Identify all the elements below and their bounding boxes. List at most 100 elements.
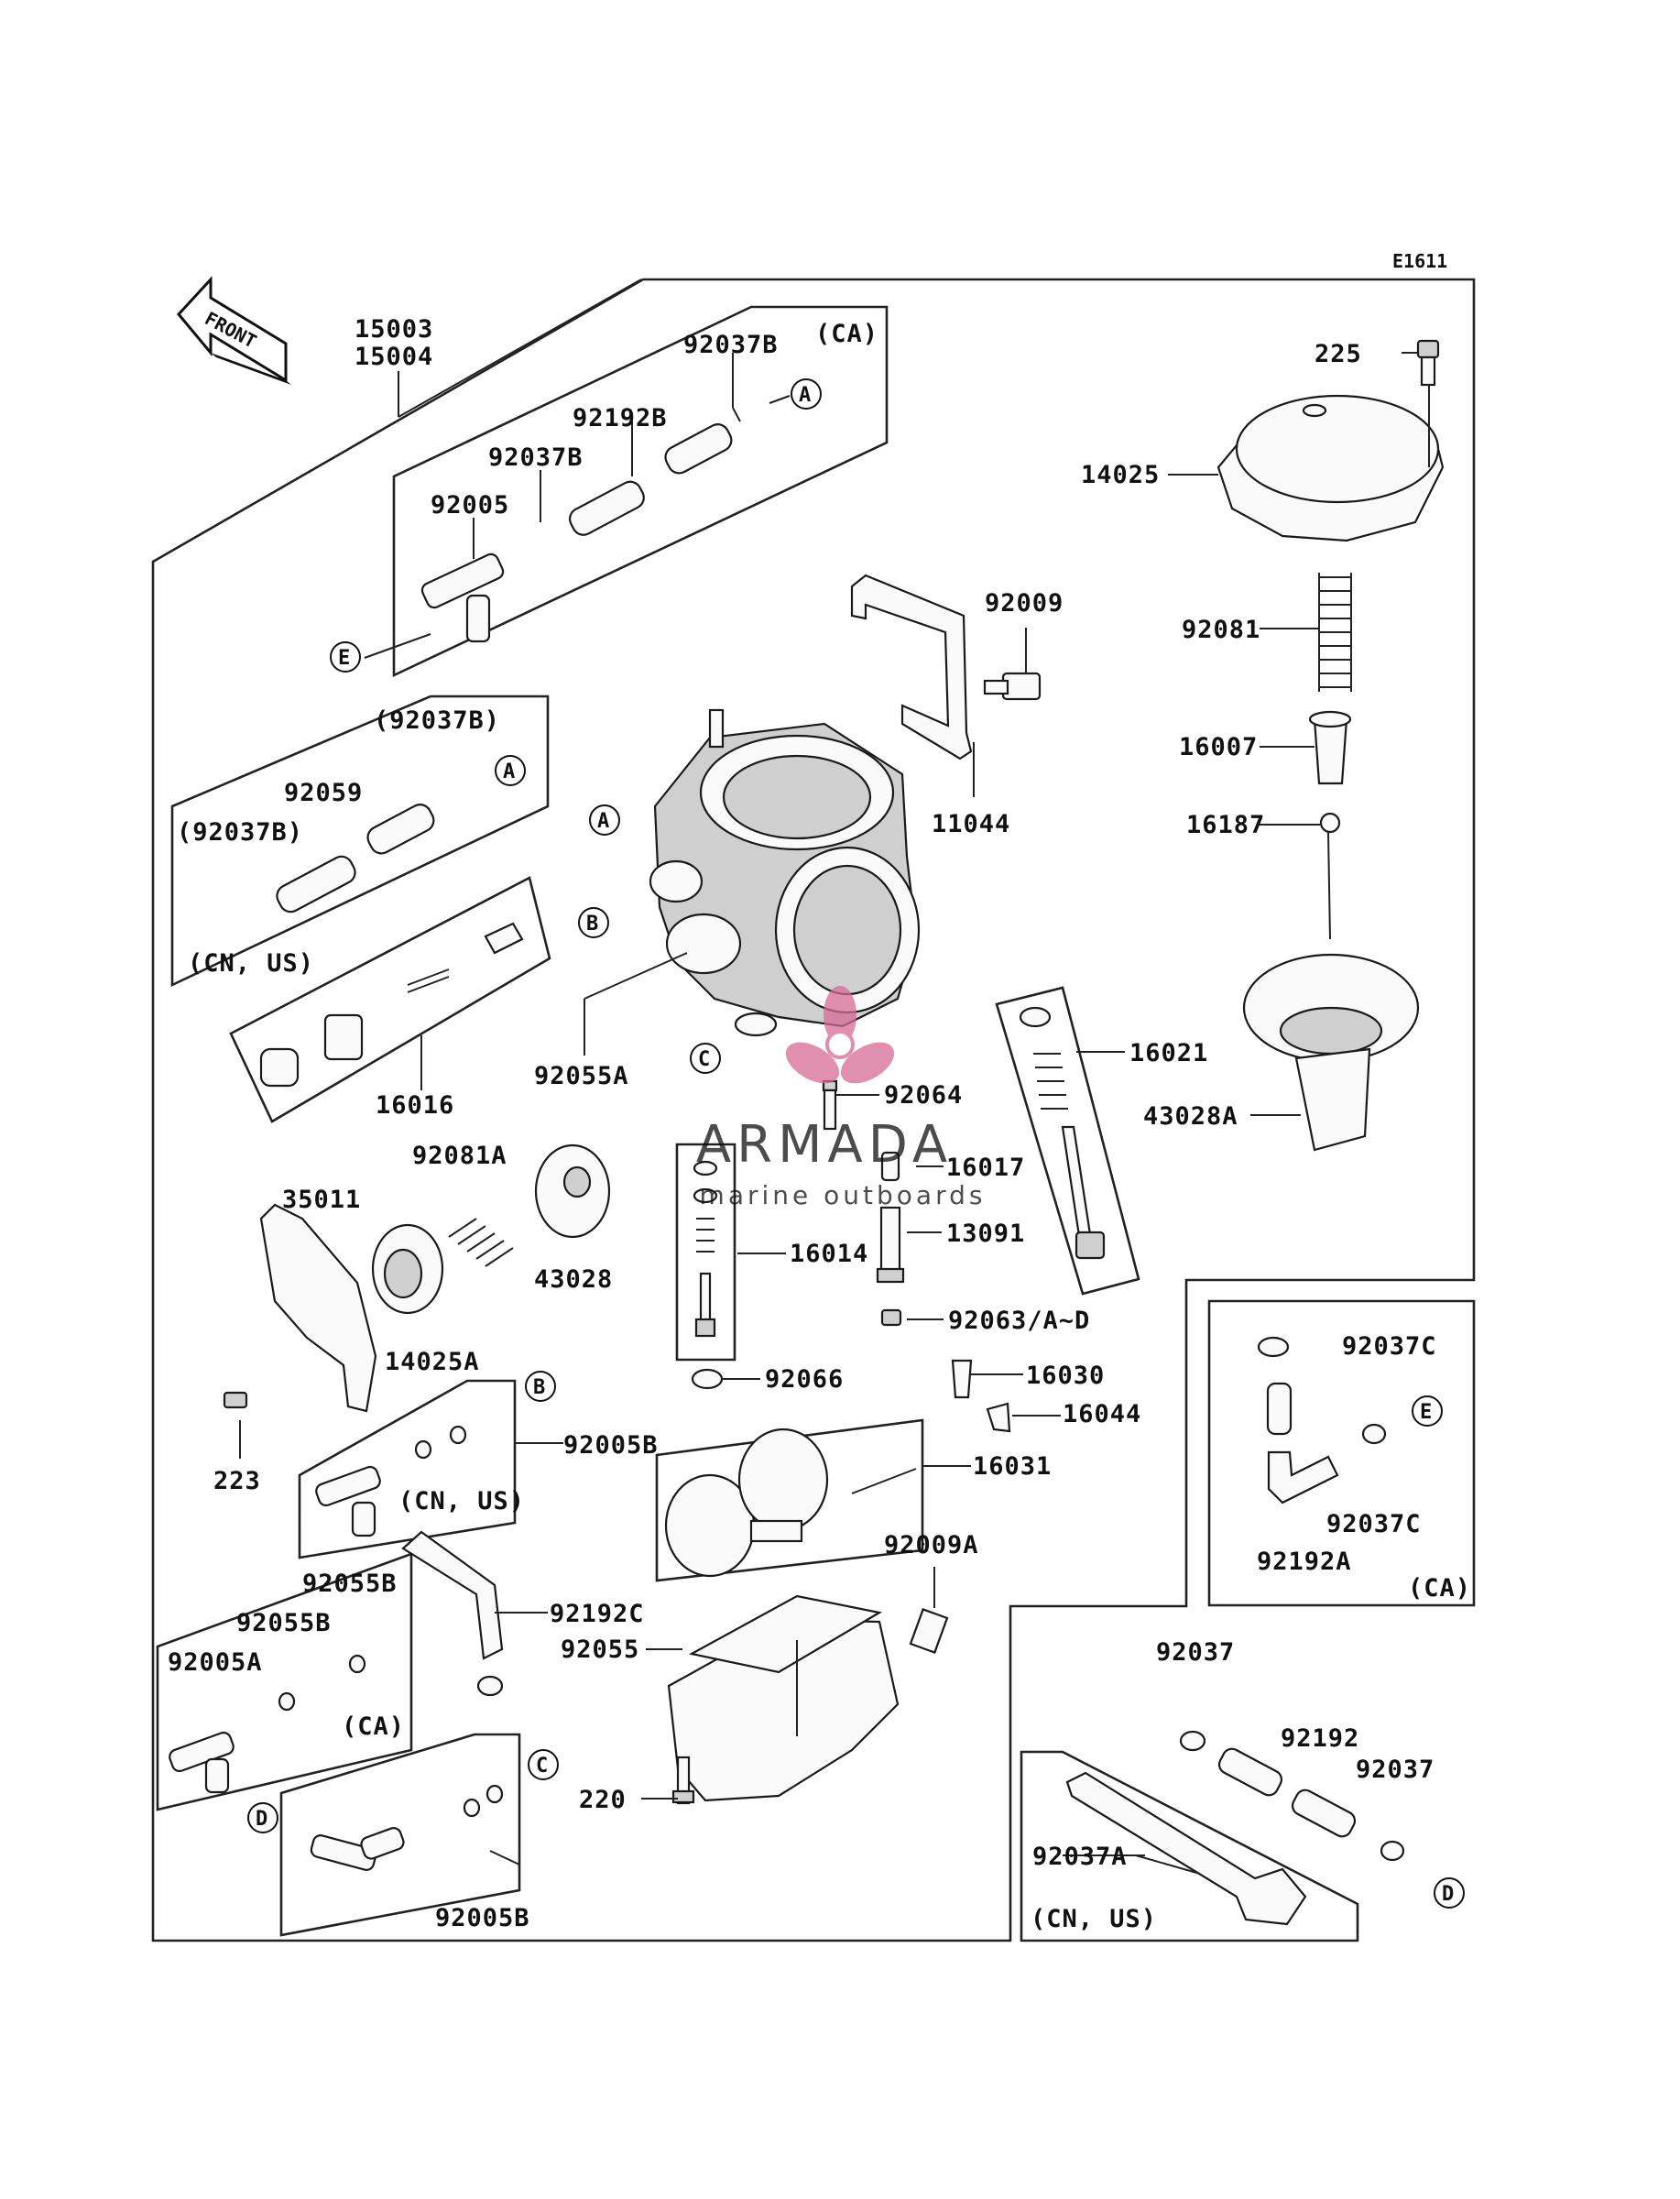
label-92037b-2: 92037B bbox=[488, 443, 584, 472]
label-92009: 92009 bbox=[985, 589, 1064, 618]
screw-92009a-part bbox=[909, 1608, 949, 1654]
carburetor-body bbox=[649, 708, 921, 1037]
label-cn-us-2: (CN, US) bbox=[398, 1487, 525, 1515]
screw-223-part bbox=[223, 1391, 248, 1409]
label-16044: 16044 bbox=[1063, 1400, 1141, 1428]
ref-circle-a-2: A bbox=[495, 755, 526, 786]
screw-220-part bbox=[671, 1756, 695, 1805]
main-frame bbox=[151, 278, 1476, 1942]
svg-text:E: E bbox=[1420, 1401, 1432, 1424]
label-16187: 16187 bbox=[1186, 811, 1265, 839]
label-92037-1: 92037 bbox=[1156, 1638, 1235, 1667]
label-92005b-2: 92005B bbox=[435, 1904, 530, 1932]
frame-92005b-cn-us bbox=[298, 1379, 517, 1559]
ref-circle-e-2: E bbox=[1412, 1395, 1443, 1427]
plug-92066-part bbox=[691, 1368, 724, 1390]
frame-92005a-ca bbox=[156, 1552, 413, 1811]
float-16031-part bbox=[664, 1428, 917, 1578]
part-labels: 15003 15004 92037B (CA) 92192B 92037B 92… bbox=[168, 315, 1471, 1933]
label-16017: 16017 bbox=[946, 1154, 1025, 1182]
svg-text:D: D bbox=[256, 1808, 267, 1831]
label-92005: 92005 bbox=[431, 491, 509, 520]
svg-text:B: B bbox=[533, 1376, 545, 1399]
ref-circle-a-1: A bbox=[791, 378, 822, 410]
ref-circle-b-1: B bbox=[578, 907, 609, 938]
ref-circle-b-2: B bbox=[525, 1371, 556, 1402]
label-cn-us-1: (CN, US) bbox=[188, 949, 314, 978]
label-15004: 15004 bbox=[355, 343, 433, 371]
ref-circles: A E A A B C B E bbox=[247, 378, 1465, 1909]
label-11044: 11044 bbox=[932, 810, 1010, 838]
label-92055a: 92055A bbox=[534, 1062, 629, 1090]
label-92037b-1: 92037B bbox=[683, 331, 779, 359]
spring-92081a-part bbox=[448, 1218, 514, 1267]
label-35011: 35011 bbox=[282, 1186, 361, 1214]
pipe-92192-part bbox=[1179, 1730, 1405, 1862]
svg-text:A: A bbox=[503, 760, 515, 783]
frame-92005b-d bbox=[279, 1733, 521, 1937]
watermark-tagline: marine outboards bbox=[700, 1180, 987, 1210]
label-14025a: 14025A bbox=[385, 1348, 480, 1376]
screw-92009-part bbox=[983, 672, 1042, 701]
jet-16017-part bbox=[880, 1151, 900, 1182]
t-fitting-92005-part bbox=[420, 552, 505, 643]
jet-92063-part bbox=[880, 1308, 902, 1327]
label-ca-1: (CA) bbox=[815, 320, 878, 348]
svg-text:A: A bbox=[799, 384, 811, 407]
label-92005b-1: 92005B bbox=[563, 1431, 659, 1460]
pilot-screw-16014-part bbox=[693, 1160, 718, 1338]
label-92055b-1: 92055B bbox=[302, 1570, 398, 1598]
label-16030: 16030 bbox=[1026, 1362, 1105, 1390]
label-92081: 92081 bbox=[1182, 616, 1260, 644]
starter-plunger-16016-part bbox=[259, 922, 524, 1088]
label-225: 225 bbox=[1315, 340, 1362, 368]
label-220: 220 bbox=[579, 1786, 627, 1814]
spring-92081-part bbox=[1318, 573, 1352, 692]
label-16014: 16014 bbox=[790, 1240, 868, 1268]
armada-watermark: ARMADA marine outboards bbox=[696, 986, 987, 1210]
pipe-92192c-part bbox=[401, 1530, 504, 1697]
svg-text:B: B bbox=[586, 913, 598, 935]
label-15003: 15003 bbox=[355, 315, 433, 344]
frame-92037c-ca bbox=[1207, 1299, 1476, 1607]
pipe-92059-part bbox=[276, 804, 435, 914]
frame-16014 bbox=[675, 1143, 736, 1362]
label-92192: 92192 bbox=[1281, 1724, 1359, 1753]
screw-225-part bbox=[1416, 339, 1440, 387]
ref-circle-d-2: D bbox=[1434, 1877, 1465, 1909]
cover-14025a-part bbox=[371, 1223, 444, 1315]
label-92192c: 92192C bbox=[550, 1600, 645, 1628]
frame-92037a-cn-us bbox=[1020, 1750, 1359, 1942]
fitting-92005a-part bbox=[169, 1654, 366, 1794]
label-92192b: 92192B bbox=[573, 404, 668, 432]
label-92055b-2: 92055B bbox=[236, 1609, 332, 1637]
label-cn-us-3: (CN, US) bbox=[1031, 1905, 1157, 1933]
diaphragm-43028-part bbox=[534, 1143, 611, 1239]
tube-13091-part bbox=[876, 1206, 905, 1284]
ref-circle-a-3: A bbox=[589, 804, 620, 836]
bracket-35011-part bbox=[259, 1203, 377, 1413]
jet-needle-16187-part bbox=[1319, 812, 1341, 940]
clip-16044-part bbox=[986, 1402, 1011, 1433]
label-16021: 16021 bbox=[1129, 1039, 1208, 1067]
frame-16021 bbox=[995, 986, 1140, 1296]
needle-jet-16021-part bbox=[1019, 1006, 1106, 1260]
frame-16031 bbox=[655, 1418, 924, 1582]
bracket-11044-part bbox=[850, 574, 973, 760]
label-92055: 92055 bbox=[561, 1636, 639, 1664]
diagram-ref-code: E1611 bbox=[1392, 250, 1447, 272]
label-ca-2: (CA) bbox=[1408, 1574, 1471, 1603]
label-14025: 14025 bbox=[1081, 461, 1160, 489]
svg-text:C: C bbox=[536, 1755, 548, 1778]
label-92192a: 92192A bbox=[1257, 1548, 1352, 1576]
label-16016: 16016 bbox=[376, 1091, 454, 1120]
watermark-brand: ARMADA bbox=[696, 1115, 953, 1175]
float-valve-16030-part bbox=[951, 1359, 973, 1399]
label-92037-2: 92037 bbox=[1356, 1756, 1435, 1784]
label-92059: 92059 bbox=[284, 779, 363, 807]
ref-circle-c-2: C bbox=[528, 1749, 559, 1780]
fitting-92005b-part bbox=[315, 1425, 467, 1537]
pipe-92192a-part bbox=[1257, 1336, 1387, 1504]
frame-cn-us-pipe-set bbox=[170, 695, 550, 988]
